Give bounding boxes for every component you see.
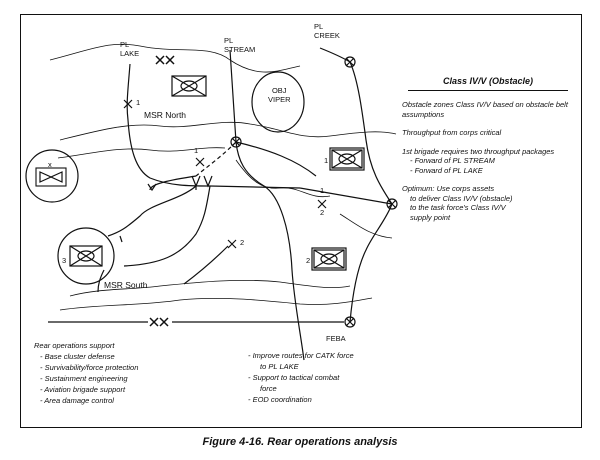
pl-creek-label: PL CREEK <box>314 22 340 40</box>
terrain-line <box>69 279 351 297</box>
rear-ops-notes: Rear operations support - Base cluster d… <box>34 340 234 406</box>
route-line <box>195 141 237 177</box>
list-item: - Area damage control <box>40 396 114 405</box>
brigade-boundary <box>227 239 237 249</box>
pl-creek-line <box>319 47 393 205</box>
checkpoint-circle <box>386 198 398 210</box>
panel-subitem: - Forward of PL LAKE <box>410 165 483 175</box>
terrain-line <box>57 147 226 159</box>
route-line <box>107 185 197 237</box>
panel-paragraph: 1st brigade requires two throughput pack… <box>402 146 555 156</box>
boundary-number: 1 <box>194 146 199 155</box>
msr-north-label: MSR North <box>144 110 187 120</box>
route-line <box>123 185 211 267</box>
list-item: - EOD coordination <box>248 395 312 404</box>
route-line <box>349 203 393 323</box>
terrain-line <box>339 213 393 239</box>
figure-caption: Figure 4-16. Rear operations analysis <box>202 436 398 448</box>
boundary-number: 2 <box>240 238 245 247</box>
brigade-boundary <box>195 157 205 167</box>
fork-symbol <box>191 175 201 190</box>
notes-heading: Rear operations support <box>34 341 115 350</box>
msr-south-label: MSR South <box>104 280 148 290</box>
terrain-line <box>59 297 373 311</box>
obj-viper-label: OBJ VIPER <box>268 86 291 104</box>
class-iv-v-panel: Class IV/V (Obstacle) Obstacle zones Cla… <box>402 76 574 222</box>
list-item: - Support to tactical combat <box>248 373 340 382</box>
pl-stream-label: PL STREAM <box>224 36 256 54</box>
list-item-cont: force <box>260 384 277 393</box>
unit-number: 3 <box>62 256 67 265</box>
support-notes: - Improve routes for CATK force to PL LA… <box>242 350 402 405</box>
unit-rect-1 <box>329 147 365 171</box>
feba-label: FEBA <box>326 334 346 343</box>
checkpoint-circle <box>230 136 242 148</box>
list-item: - Improve routes for CATK force <box>248 351 354 360</box>
terrain-line <box>49 43 301 73</box>
route-line <box>149 175 197 191</box>
checkpoint-circle <box>344 56 356 68</box>
division-boundary-bottom <box>149 317 169 327</box>
unit-number: 1 <box>324 156 329 165</box>
pl-lake-label: PL LAKE <box>120 40 140 58</box>
unit-circle-left <box>25 149 79 203</box>
unit-rect-2 <box>311 247 347 271</box>
list-item: - Base cluster defense <box>40 352 115 361</box>
route-line <box>235 141 317 177</box>
panel-paragraph: Obstacle zones Class IV/V based on obsta… <box>402 100 568 119</box>
panel-paragraph: Optimum: Use corps assets <box>402 184 495 193</box>
pl-lake-line <box>126 63 301 189</box>
panel-paragraph: Throughput from corps critical <box>402 128 502 137</box>
brigade-boundary <box>123 99 133 109</box>
fork-symbol <box>203 175 213 188</box>
obj-viper <box>251 71 305 133</box>
fork-symbol <box>147 183 157 192</box>
terrain-line <box>59 121 397 141</box>
boundary-number: 1 <box>136 98 141 107</box>
unit-size-mark: x <box>48 160 52 169</box>
panel-line: to the task force's Class IV/V <box>410 203 506 212</box>
division-boundary-top <box>155 55 175 65</box>
brigade-boundary <box>317 199 327 209</box>
route-line <box>299 187 393 205</box>
route-line <box>183 245 229 285</box>
panel-title: Class IV/V (Obstacle) <box>408 76 568 91</box>
checkpoint-circle <box>344 316 356 328</box>
list-item: - Aviation brigade support <box>40 385 126 394</box>
panel-line: to deliver Class IV/V (obstacle) <box>410 193 513 203</box>
unit-number: 2 <box>306 256 311 265</box>
panel-subitem: - Forward of PL STREAM <box>410 156 495 165</box>
unit-rect-top <box>171 75 207 97</box>
boundary-number: 1 <box>320 186 325 195</box>
unit-circle-3 <box>57 227 115 285</box>
pl-stream-line <box>229 49 305 361</box>
list-item-cont: to PL LAKE <box>260 362 299 371</box>
panel-line: supply point <box>410 212 451 222</box>
list-item: - Survivability/force protection <box>40 363 139 372</box>
list-item: - Sustainment engineering <box>40 374 128 383</box>
figure-frame <box>20 14 582 428</box>
boundary-number: 2 <box>320 208 325 217</box>
fork-symbol <box>119 235 123 243</box>
